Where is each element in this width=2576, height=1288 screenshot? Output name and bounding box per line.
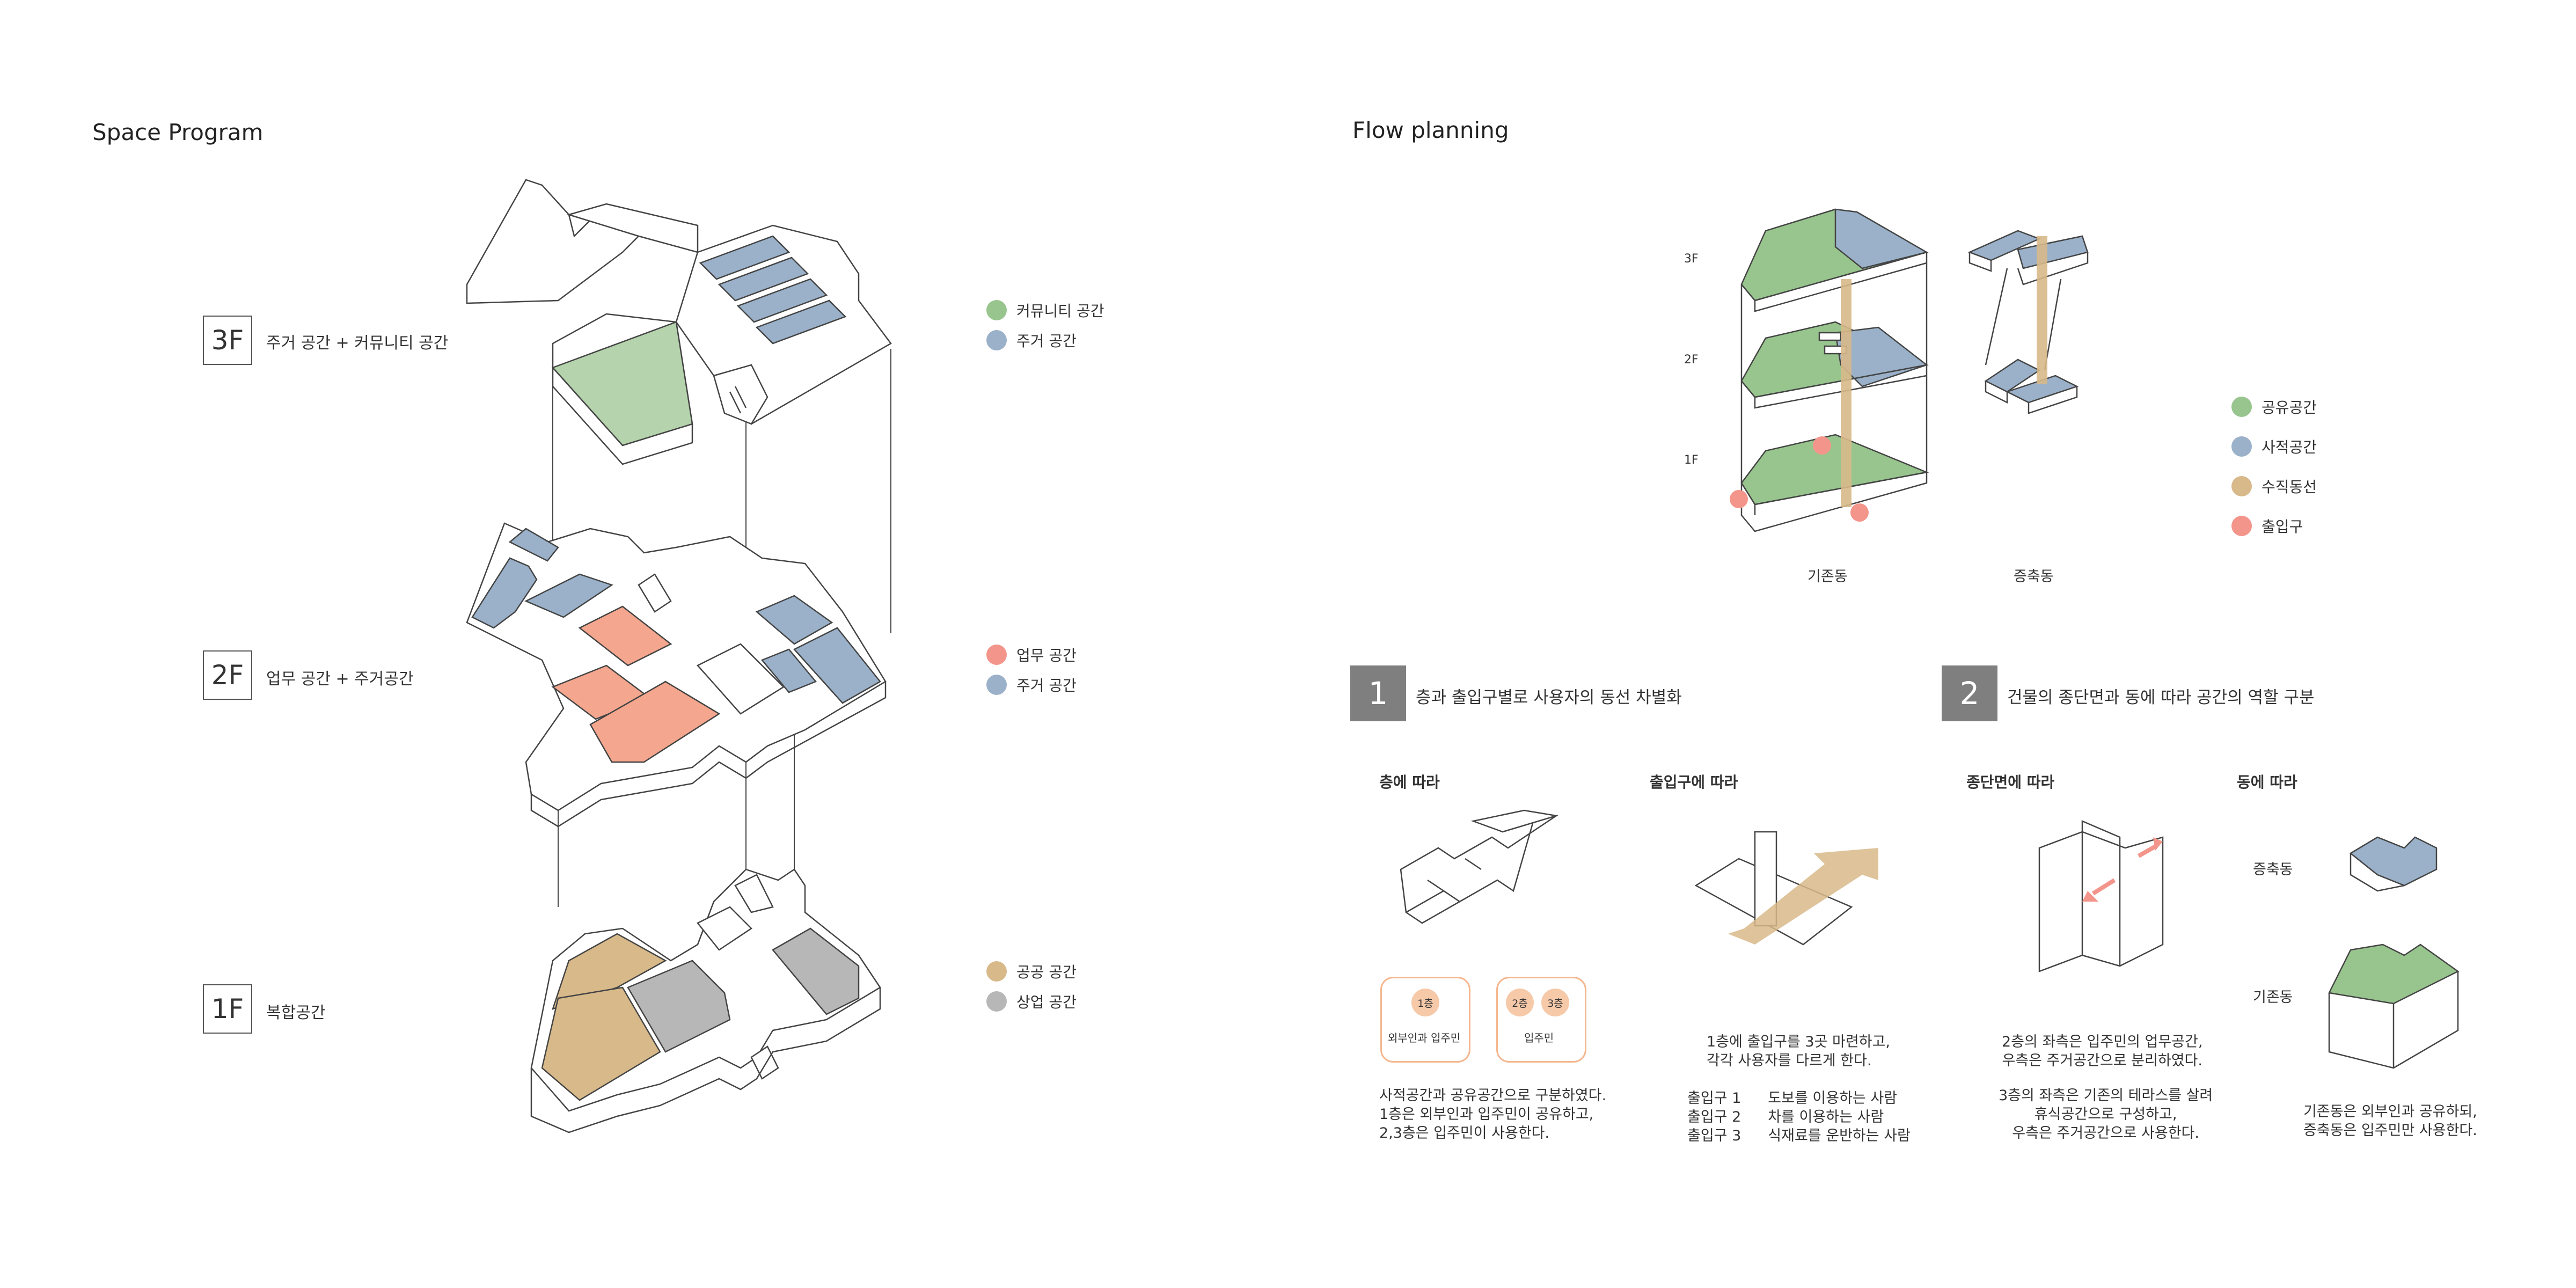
floor-box-2f: 2F	[203, 650, 252, 700]
col3-title: 종단면에 따라	[1966, 773, 2055, 791]
entrance-name: 출입구 1	[1687, 1090, 1741, 1107]
entrance-row: 출입구 2 차를 이용하는 사람	[1687, 1105, 1911, 1125]
legend-label: 주거 공간	[1016, 332, 1077, 350]
legend-dot	[986, 330, 1007, 350]
floor-box-3f: 3F	[203, 316, 252, 365]
legend-dot	[986, 961, 1007, 982]
floor-1f-plan	[530, 868, 881, 1133]
legend-2f-work: 업무 공간	[986, 644, 1077, 665]
floor-desc-1f: 복합공간	[266, 1004, 326, 1022]
label-existing-building: 기존동	[1807, 568, 1848, 585]
col1-text: 사적공간과 공유공간으로 구분하였다. 1층은 외부인과 입주민이 공유하고, …	[1379, 1087, 1607, 1141]
col4-label-extension: 증축동	[2253, 861, 2293, 878]
col2-text: 1층에 출입구를 3곳 마련하고, 각각 사용자를 다르게 한다.	[1707, 1034, 1890, 1069]
legend-3f-residential: 주거 공간	[986, 330, 1077, 351]
col4-title: 동에 따라	[2237, 773, 2297, 791]
pill2-label: 입주민	[1524, 1031, 1554, 1044]
col3-text2: 3층의 좌측은 기존의 테라스를 살려 휴식공간으로 구성하고, 우측은 주거공…	[1999, 1087, 2213, 1141]
level-label-1f: 1F	[1684, 453, 1699, 467]
entrance-name: 출입구 3	[1687, 1128, 1741, 1144]
section-1-number: 1	[1350, 665, 1406, 721]
badge-floor-2: 2층	[1506, 989, 1534, 1016]
legend-label: 출입구	[2262, 518, 2303, 536]
legend-shared: 공유공간	[2231, 396, 2317, 418]
entrance-desc: 차를 이용하는 사람	[1768, 1109, 1884, 1125]
legend-1f-commercial: 상업 공간	[986, 991, 1077, 1012]
legend-dot	[2231, 516, 2252, 536]
entrance-list: 출입구 1 도보를 이용하는 사람 출입구 2 차를 이용하는 사람 출입구 3 식재…	[1687, 1086, 1911, 1144]
pill1-label: 외부인과 입주민	[1388, 1031, 1461, 1044]
entrance-name: 출입구 2	[1687, 1109, 1741, 1125]
legend-label: 커뮤니티 공간	[1016, 302, 1104, 320]
level-label-3f: 3F	[1684, 252, 1699, 266]
legend-entrance: 출입구	[2231, 515, 2303, 537]
floor-desc-2f: 업무 공간 + 주거공간	[266, 670, 414, 689]
flow-planning-title: Flow planning	[1352, 117, 1509, 143]
legend-dot	[2231, 397, 2252, 417]
pill-outsiders-residents	[1380, 977, 1470, 1063]
flow-axonometric-diagram	[1730, 208, 2089, 532]
col1-title: 층에 따라	[1379, 773, 1440, 791]
floor-2f-plan	[466, 522, 887, 828]
legend-2f-residential: 주거 공간	[986, 674, 1077, 696]
badge-floor-1: 1층	[1411, 989, 1439, 1016]
col2-title: 출입구에 따라	[1650, 773, 1738, 791]
legend-private: 사적공간	[2231, 436, 2317, 457]
entrance-row: 출입구 1 도보를 이용하는 사람	[1687, 1086, 1911, 1107]
entrance-desc: 도보를 이용하는 사람	[1768, 1090, 1898, 1107]
legend-label: 업무 공간	[1016, 647, 1077, 664]
legend-dot	[986, 645, 1007, 665]
legend-label: 상업 공간	[1016, 993, 1077, 1011]
exploded-axonometric-diagram	[466, 179, 892, 1133]
stairs-icon	[1400, 815, 1559, 914]
badge-floor-3: 3층	[1541, 989, 1569, 1016]
pill-residents	[1496, 977, 1586, 1063]
entrance-desc: 식재료를 운반하는 사람	[1768, 1128, 1911, 1144]
legend-vertical: 수직동선	[2231, 475, 2317, 497]
legend-dot	[986, 675, 1007, 695]
legend-label: 공유공간	[2262, 399, 2317, 416]
col4-text: 기존동은 외부인과 공유하되, 증축동은 입주민만 사용한다.	[2303, 1103, 2477, 1139]
legend-dot	[2231, 476, 2252, 496]
legend-label: 공공 공간	[1016, 963, 1077, 981]
legend-label: 주거 공간	[1016, 677, 1077, 694]
section-1-heading: 층과 출입구별로 사용자의 동선 차별화	[1416, 688, 1682, 707]
section-box-icon	[2038, 831, 2164, 972]
floor-3f-plan	[466, 179, 892, 465]
section-2-heading: 건물의 종단면과 동에 따라 공간의 역할 구분	[2007, 688, 2315, 707]
section-illustrations	[1400, 809, 2460, 1069]
col3-text1: 2층의 좌측은 입주민의 업무공간, 우측은 주거공간으로 분리하였다.	[2002, 1034, 2203, 1069]
floor-box-1f: 1F	[203, 984, 252, 1034]
legend-label: 수직동선	[2262, 478, 2317, 496]
floor-desc-3f: 주거 공간 + 커뮤니티 공간	[266, 334, 449, 353]
section-2-number: 2	[1942, 665, 1997, 721]
space-program-title: Space Program	[92, 119, 264, 145]
label-extension-building: 증축동	[2014, 568, 2054, 585]
entrance-row: 출입구 3 식재료를 운반하는 사람	[1687, 1124, 1911, 1144]
legend-dot	[986, 991, 1007, 1012]
level-label-2f: 2F	[1684, 353, 1699, 367]
legend-1f-public: 공공 공간	[986, 961, 1077, 982]
legend-dot	[986, 300, 1007, 320]
legend-dot	[2231, 436, 2252, 457]
col4-label-existing: 기존동	[2253, 989, 2293, 1006]
legend-label: 사적공간	[2262, 438, 2317, 456]
legend-3f-community: 커뮤니티 공간	[986, 299, 1104, 321]
